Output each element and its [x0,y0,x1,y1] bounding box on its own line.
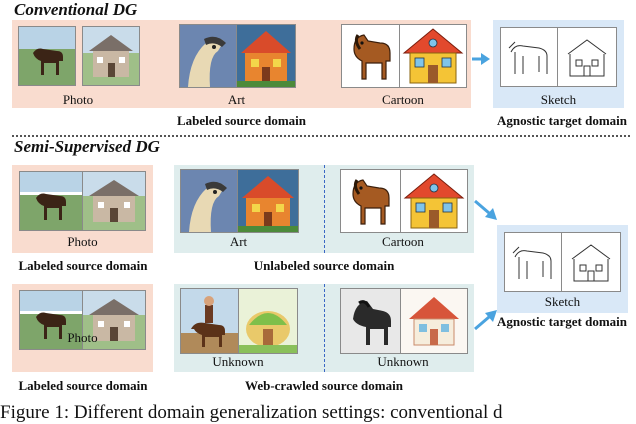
unknown-horse-image [340,288,402,354]
conventional-photo-label: Photo [62,92,94,107]
semi-row1-unlabeled-panel: Art Cartoon [174,165,474,253]
semi-row2-web-panel: Unknown Unknown [174,284,474,372]
photo-horse-image [18,26,76,86]
conventional-source-caption: Labeled source domain [176,113,307,128]
cartoon-house-image [399,24,467,88]
semi-row1-divider [324,165,325,253]
conventional-cartoon-label: Cartoon [382,92,424,107]
art-horse-image [179,24,238,88]
unknown-horse-rider-image [180,288,240,354]
sketch-horse-image [500,27,559,87]
photo-horse-image [19,171,83,231]
conventional-labeled-source-panel: Photo Art Cartoon [12,20,471,108]
semi-row1-labeled-caption: Labeled source domain [18,258,148,273]
semi-row1-unlabeled-caption: Unlabeled source domain [253,258,395,273]
cartoon-horse-image [340,169,402,233]
semi-row1-labeled-panel: Photo [12,165,153,253]
section-divider [12,135,630,137]
art-house-image [237,169,299,233]
semi-row2-photo-label: Photo [67,330,98,345]
semi-supervised-dg-title: Semi-Supervised DG [14,137,160,156]
conventional-arrow-icon [472,53,490,65]
sketch-house-image [557,27,617,87]
cartoon-house-image [400,169,468,233]
semi-target-caption: Agnostic target domain [497,314,627,329]
semi-row2-web-caption: Web-crawled source domain [245,378,403,393]
semi-row2-unknown2-label: Unknown [377,354,429,369]
conventional-target-panel: Sketch [493,20,624,108]
semi-row2-divider [324,284,325,372]
photo-house-image [82,26,140,86]
semi-row1-cartoon-label: Cartoon [382,234,424,249]
conventional-art-label: Art [227,92,246,107]
semi-lower-arrow-icon [474,310,497,331]
semi-row1-photo-label: Photo [67,234,98,249]
semi-row2-unknown1-label: Unknown [212,354,264,369]
conventional-sketch-label: Sketch [540,92,577,107]
unknown-house-image [238,288,298,354]
sketch-house-image [561,232,621,292]
semi-target-panel: Sketch [497,225,628,313]
semi-row2-labeled-caption: Labeled source domain [18,378,148,393]
conventional-dg-title: Conventional DG [14,0,138,19]
photo-house-image [82,171,146,231]
sketch-horse-image [504,232,563,292]
unknown-cartoon-house-image [400,288,468,354]
figure-caption: Figure 1: Different domain generalizatio… [0,402,503,423]
conventional-target-caption: Agnostic target domain [497,113,627,128]
semi-row2-labeled-panel: Photo [12,284,153,372]
art-horse-image [180,169,239,233]
photo-horse-image [19,290,83,350]
semi-sketch-label: Sketch [544,294,581,309]
semi-upper-arrow-icon [474,199,497,220]
cartoon-horse-image [341,24,401,88]
semi-row1-art-label: Art [229,234,248,249]
photo-house-image [82,290,146,350]
art-house-image [236,24,296,88]
